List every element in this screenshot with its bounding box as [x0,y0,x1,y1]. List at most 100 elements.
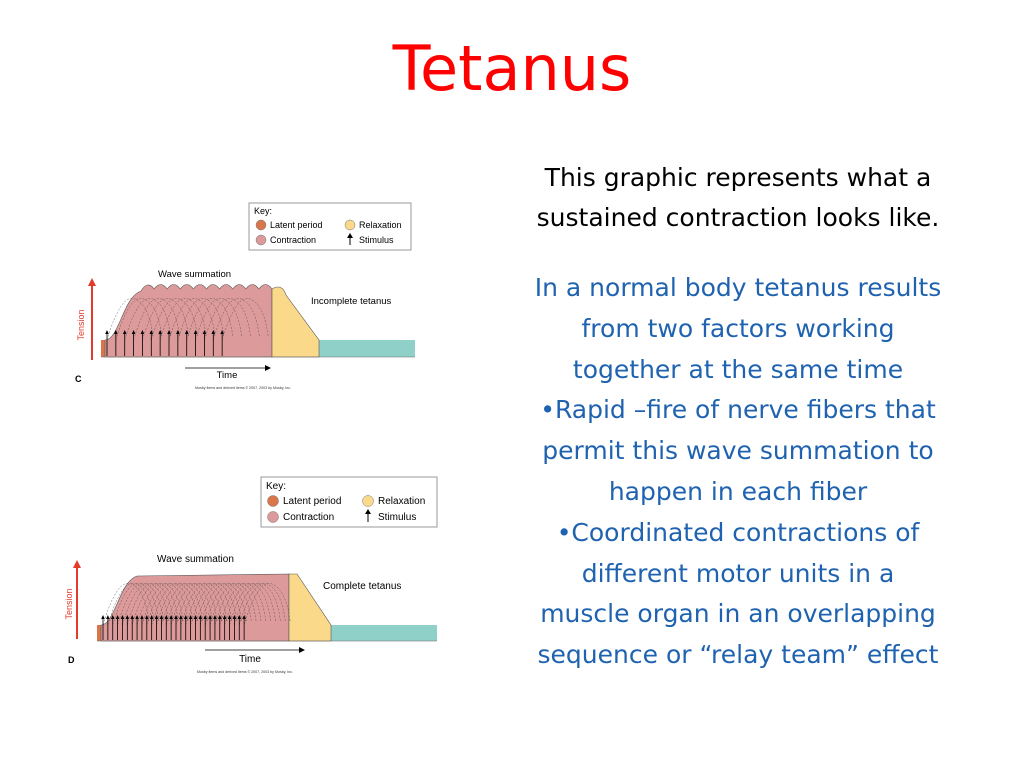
explanation-line: sequence or “relay team” effect [537,640,939,670]
stimulus-arrow-head [222,615,227,619]
stimulus-arrow-head [242,615,246,619]
twitch-trace [107,583,155,626]
stimulus-arrow-icon [149,330,154,356]
stimulus-arrow-icon [220,330,224,356]
stimulus-arrow-icon [130,615,134,640]
twitch-trace [234,583,281,626]
tension-plot [97,573,437,642]
stimulus-arrow-icon [208,615,212,640]
stimulus-arrow-head [154,615,159,619]
stimulus-arrow-icon [202,330,207,356]
latent-swatch [255,219,267,231]
twitch-trace [102,583,150,626]
stimulus-arrow-head [211,330,216,334]
key-contraction-label: Contraction [283,512,334,523]
twitch-trace [219,583,266,626]
panel-letter: D [68,655,75,665]
stimulus-arrow-head [176,330,180,334]
twitch-trace [106,298,154,341]
stimulus-arrow-icon [179,615,183,640]
twitch-trace [166,583,213,626]
copyright-credit: Mosby items and derived items © 2007, 20… [195,386,291,390]
stimulus-arrow-head [164,615,169,619]
twitch-trace [229,583,276,626]
intro-line: This graphic represents what a [544,163,932,192]
stimulus-arrow-icon [242,615,246,640]
stimulus-arrow-icon [145,615,149,640]
stimulus-arrow-icon [193,330,198,356]
panel-letter: C [75,374,82,384]
relaxation-swatch [344,219,356,231]
explanation-line: permit this wave summation to [542,436,934,466]
twitch-trace [239,583,286,626]
stimulus-arrow-icon [149,615,154,640]
twitch-trace [180,583,228,626]
slide-title: Tetanus [392,32,632,105]
stimulus-arrow-icon [154,615,159,640]
stimulus-arrow-head [130,615,134,619]
twitch-trace [177,298,225,341]
stimulus-arrow-head [169,615,173,619]
stimulus-arrow-head [183,615,188,619]
key-box: Key: Latent period Relaxation Contractio… [248,202,412,251]
stimulus-arrow-icon [232,615,237,640]
stimulus-arrow-icon [347,233,353,245]
stimulus-arrow-head [232,615,237,619]
key-latent-label: Latent period [283,496,341,507]
stimulus-arrow-icon [135,615,139,640]
stimulus-arrow-head [167,330,171,334]
twitch-trace [151,583,198,626]
stimulus-arrow-head [188,615,193,619]
stimulus-arrow-icon [114,330,118,356]
stimulus-arrow-icon [174,615,178,640]
twitch-trace [190,583,237,626]
stimulus-arrow-head [159,615,164,619]
time-axis [205,647,305,653]
twitch-trace [122,583,169,626]
twitch-trace [127,583,174,626]
twitch-trace [132,583,179,626]
stimulus-arrow-head [105,330,109,334]
key-title: Key: [266,481,286,492]
twitch-trace [124,298,171,341]
stimulus-arrow-icon [237,615,242,640]
tetanus-type-label: Incomplete tetanus [311,296,392,307]
stimulus-arrow-icon [222,615,227,640]
stimulus-arrow-head [145,615,149,619]
stimulus-arrow-icon [211,330,216,356]
stimulus-arrow-head [149,615,154,619]
stimulus-arrow-icon [176,330,180,356]
key-stimulus-label: Stimulus [378,512,416,523]
rest-band [331,625,437,641]
tension-label: Tension [76,309,86,340]
twitch-trace [214,583,262,626]
twitch-trace [195,298,242,341]
wave-summation-label: Wave summation [157,554,234,565]
stimulus-arrow-head [198,615,203,619]
latent-period-band [101,340,105,357]
twitch-trace [213,298,260,341]
stimulus-arrow-icon [183,615,188,640]
stimulus-arrow-head [218,615,222,619]
stimulus-arrow-head [101,615,105,619]
stimulus-arrow-head [140,330,145,334]
stimulus-arrow-icon [131,330,136,356]
twitch-trace [170,583,218,626]
time-axis [185,365,271,371]
stimulus-arrow-icon [125,615,130,640]
explanation-line: muscle organ in an overlapping [540,599,936,629]
stimulus-arrow-icon [193,615,198,640]
stimulus-arrow-icon [184,330,189,356]
stimulus-arrow-icon [115,615,120,640]
stimulus-arrow-icon [158,330,162,356]
twitch-trace [195,583,242,626]
explanation-line: different motor units in a [581,558,895,588]
stimulus-arrow-icon [105,330,109,356]
twitch-trace [168,298,216,341]
twitch-trace [112,583,159,626]
stimulus-arrow-head [184,330,189,334]
tension-axis [88,278,96,360]
contraction-area [104,284,273,358]
twitch-trace [141,583,189,626]
tetanus-explanation: In a normal body tetanus results from tw… [498,268,978,676]
